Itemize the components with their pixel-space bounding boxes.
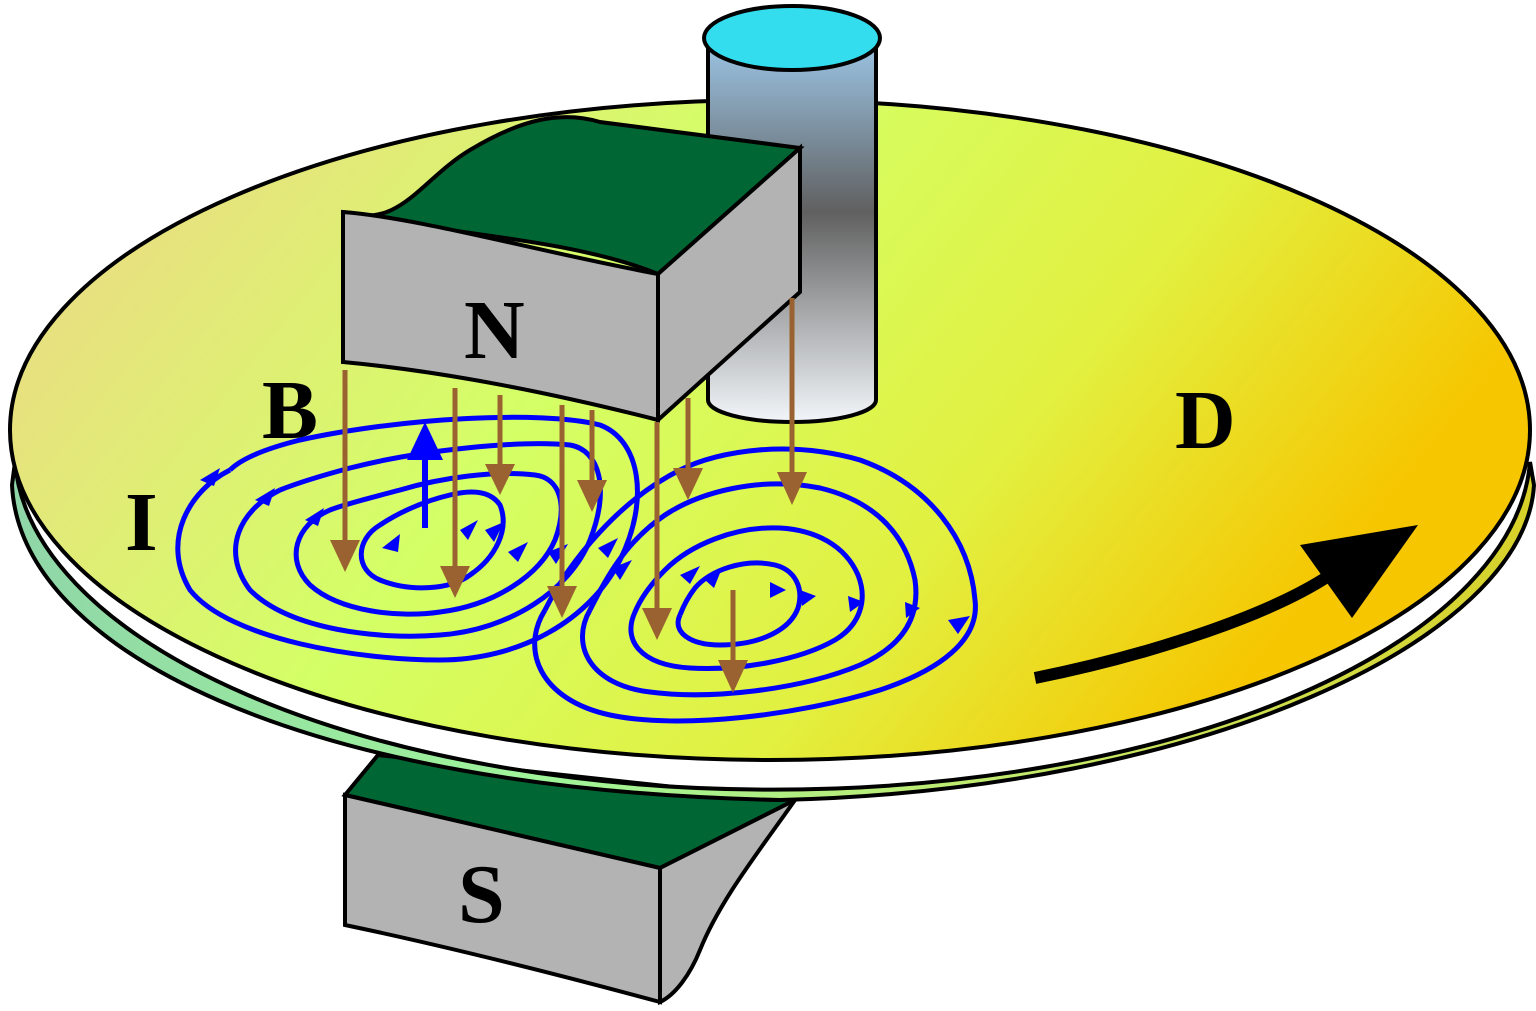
rotation-arrow-shaft [1033,570,1334,684]
field-arrowhead [485,464,515,495]
north-magnet-face [341,209,660,423]
north-magnet-top [342,115,805,277]
disc-label: D [1175,374,1236,467]
field-arrowhead [673,468,703,500]
eddy-loop-right-1 [675,560,803,648]
current-arrowhead [460,520,478,540]
axle-top [702,4,882,72]
field-arrowhead [718,660,748,693]
current-arrowhead [680,566,700,584]
current-arrowhead [800,590,816,606]
field-arrowhead [440,566,470,598]
field-label: B [262,364,318,457]
south-pole-label: S [458,848,505,941]
field-arrowhead [330,540,360,572]
rotation-arrowhead [1300,525,1418,618]
south-magnet-side [658,798,797,1006]
current-arrowhead [255,488,275,506]
disc-edge [9,461,1536,803]
induced-field-arrow [407,422,443,528]
eddy-loop-left-1 [358,489,506,591]
current-arrowhead [382,534,400,552]
eddy-loop-right-3 [580,481,919,698]
current-arrowhead [770,582,786,598]
current-arrowhead [905,602,920,618]
current-arrowhead [508,542,528,562]
field-arrowhead [777,472,807,505]
current-arrowhead [612,560,632,580]
eddy-loop-left-3 [233,441,603,639]
current-arrowhead [305,508,324,526]
field-arrowhead [577,480,607,512]
field-arrowhead [547,586,577,618]
current-arrowhead [848,596,864,612]
current-arrowhead [705,568,722,588]
eddy-loop-right-2 [628,525,865,671]
rotation-direction-arrow [1033,525,1418,684]
current-arrowhead [485,522,504,542]
induced-field-arrowhead [407,422,443,460]
current-label: I [125,476,158,569]
south-magnet [341,752,802,1006]
current-arrowhead [200,468,220,486]
magnetic-field-arrows [330,298,807,693]
current-arrowhead [948,616,970,634]
field-arrowhead [642,608,672,640]
south-magnet-face [343,792,662,1005]
current-direction-arrows [200,468,970,634]
north-pole-label: N [464,284,525,377]
current-arrowhead [598,538,618,558]
north-magnet [341,115,805,425]
